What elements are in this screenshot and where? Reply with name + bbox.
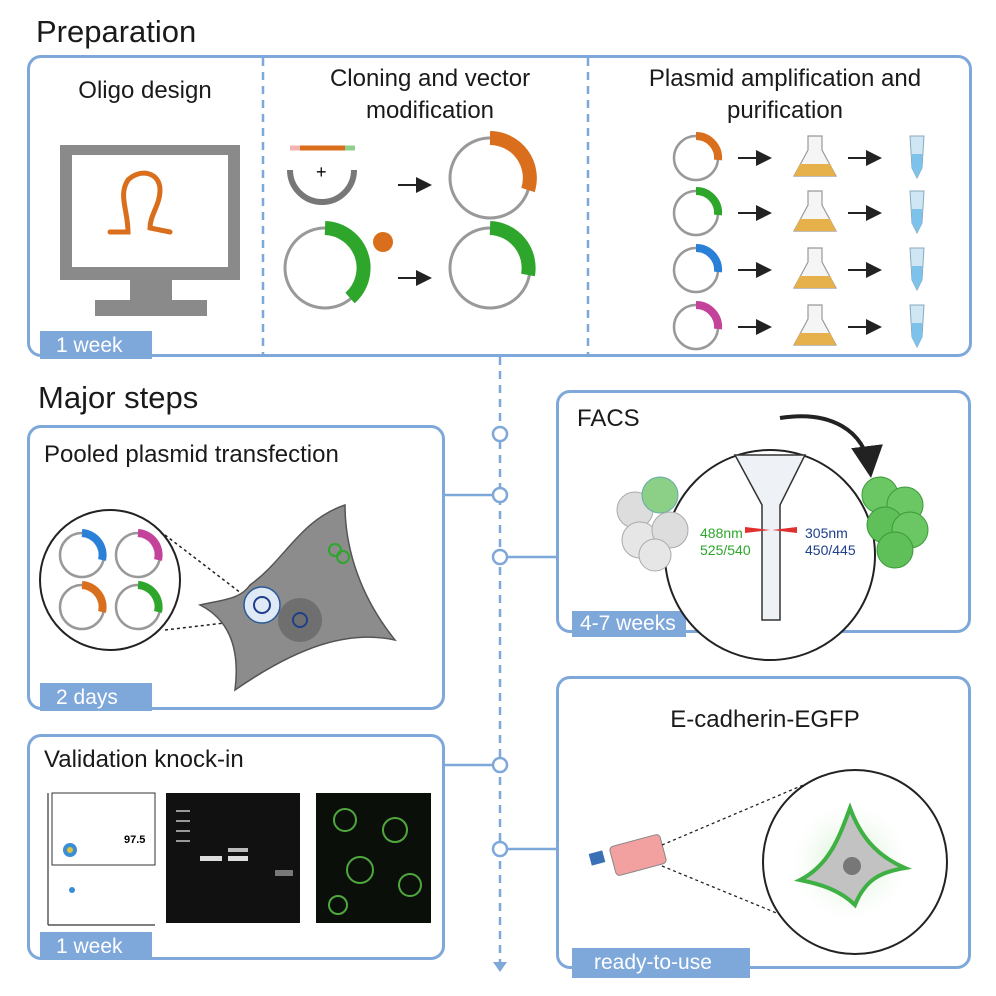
- result-title: E-cadherin-EGFP: [670, 706, 860, 733]
- fluorescence-image: [316, 793, 431, 923]
- facs-percentage: 97.5: [124, 834, 145, 846]
- amplification-row: [672, 131, 925, 182]
- timeline-node: [491, 548, 509, 566]
- cloning-title-line2: modification: [365, 97, 495, 124]
- amplification-row: [672, 300, 925, 351]
- cell-nucleus: [278, 598, 322, 642]
- preparation-duration-badge: 1 week: [40, 331, 152, 359]
- cloning-title-line1: Cloning and vector: [329, 65, 531, 92]
- unsorted-cells: [616, 476, 689, 572]
- result-duration-badge: ready-to-use: [572, 948, 750, 978]
- transfection-duration-badge: 2 days: [40, 683, 152, 711]
- egfp-cell: [793, 802, 913, 909]
- amplification-title-line1: Plasmid amplification and: [648, 65, 922, 92]
- validation-title: Validation knock-in: [44, 746, 244, 773]
- sorter-funnel: [733, 454, 807, 621]
- filter-left-label: 525/540: [700, 542, 751, 558]
- flow-cytometry-plot: [47, 792, 156, 926]
- amplification-title-line2: purification: [726, 97, 844, 124]
- plasmid-pool-circle: [39, 509, 181, 651]
- amplification-row: [672, 186, 925, 237]
- svg-text:+: +: [316, 162, 327, 182]
- filter-right-label: 450/445: [805, 542, 856, 558]
- amplification-row: [672, 243, 925, 294]
- cloning-step-2: [283, 221, 536, 310]
- laser-right-label: 305nm: [805, 525, 848, 541]
- culture-flask-icon: [588, 834, 667, 876]
- timeline-node: [491, 756, 509, 774]
- facs-title: FACS: [577, 405, 640, 432]
- timeline-node: [491, 840, 509, 858]
- amplification-rows: [672, 131, 925, 351]
- sorted-cells: [861, 476, 929, 569]
- laser-left-label: 488nm: [700, 525, 743, 541]
- cell-shape: [197, 503, 397, 692]
- oligo-design-title: Oligo design: [78, 77, 212, 104]
- timeline-node: [491, 425, 509, 443]
- preparation-heading: Preparation: [36, 14, 197, 49]
- facs-duration-badge: 4-7 weeks: [572, 611, 686, 637]
- transfection-title: Pooled plasmid transfection: [44, 441, 339, 468]
- sort-arrow: [779, 414, 883, 478]
- vesicle: [243, 586, 281, 624]
- validation-duration-badge: 1 week: [40, 932, 152, 960]
- gel-image: [166, 793, 300, 923]
- timeline-arrow: [493, 962, 507, 972]
- computer-monitor-icon: [60, 145, 240, 316]
- major-steps-heading: Major steps: [38, 380, 199, 415]
- timeline-node: [491, 486, 509, 504]
- cloning-step-1: +: [287, 131, 537, 220]
